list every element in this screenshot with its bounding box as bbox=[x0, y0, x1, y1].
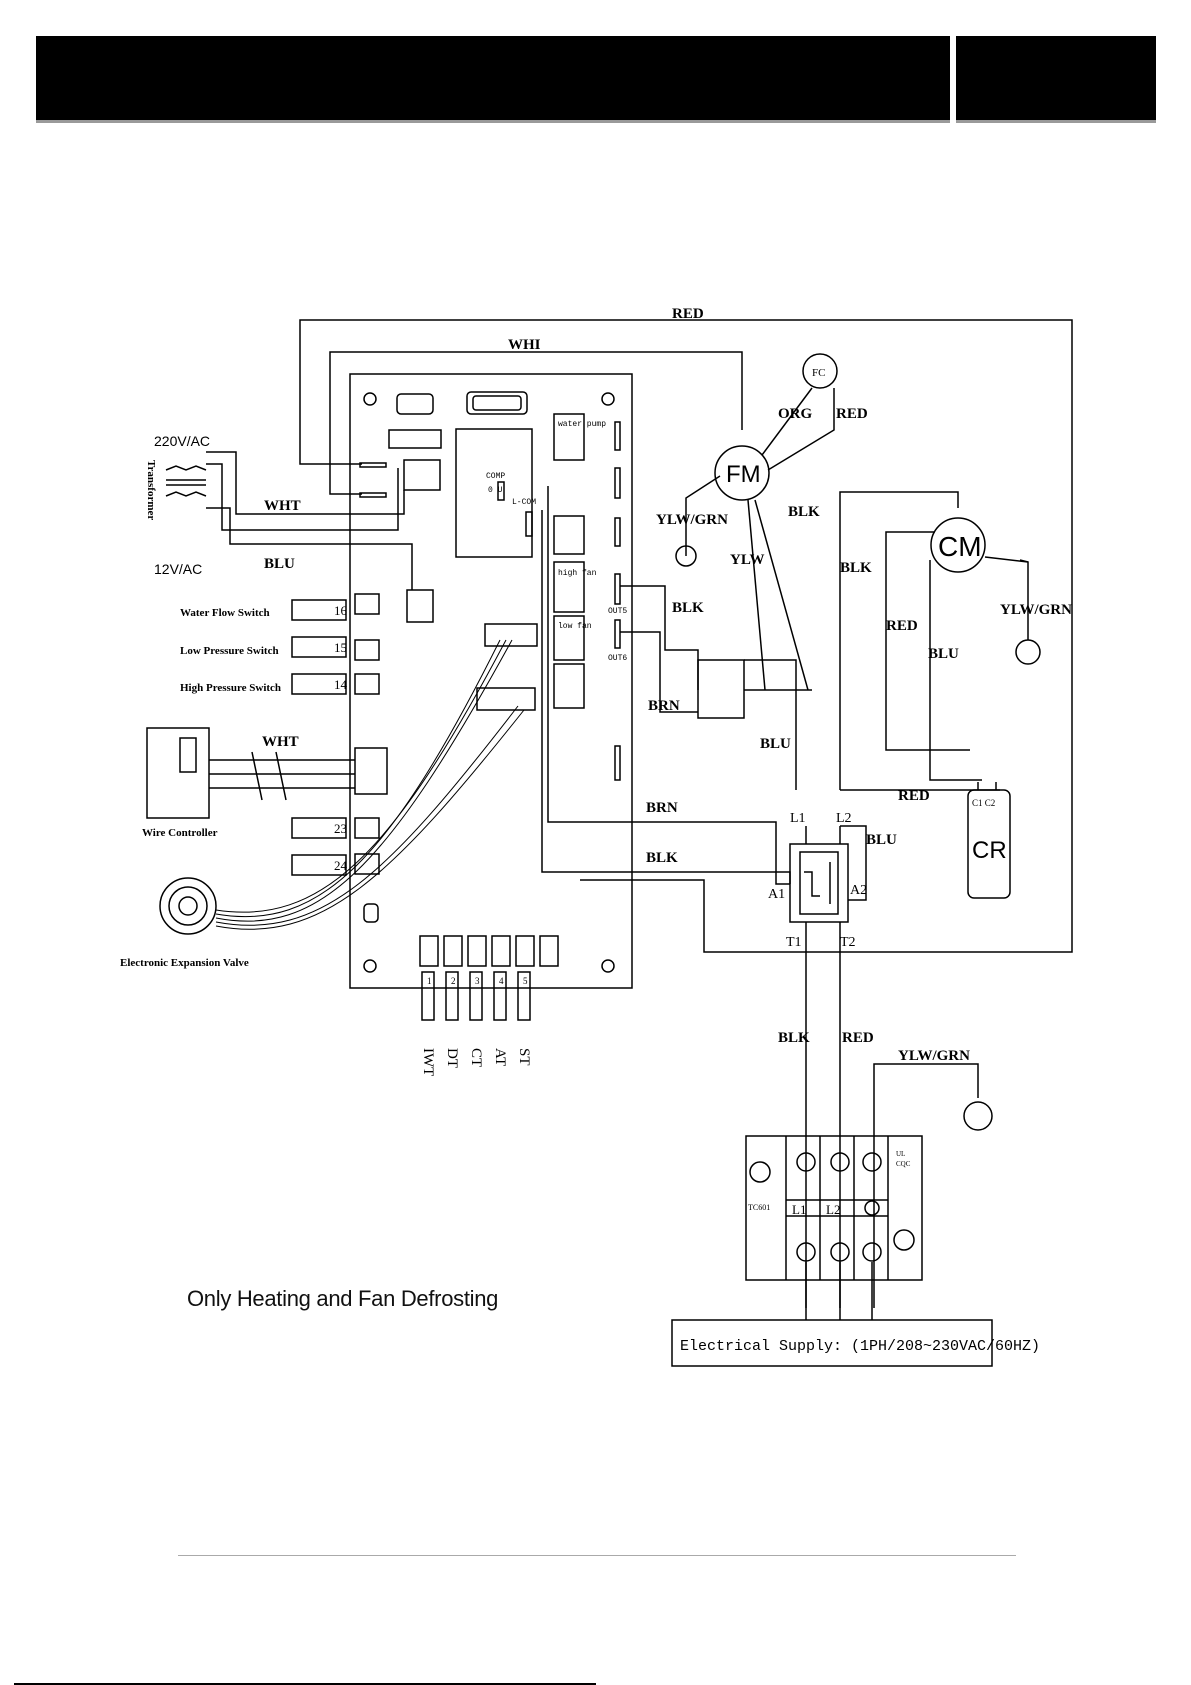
label-ou: 0 U bbox=[488, 486, 503, 495]
label-low-pressure: Low Pressure Switch bbox=[180, 645, 279, 657]
bottom-rule bbox=[14, 1683, 596, 1685]
label-blu-cm: BLU bbox=[928, 646, 959, 662]
label-ylw: YLW bbox=[730, 552, 764, 568]
label-water-flow: Water Flow Switch bbox=[180, 607, 270, 619]
header-bar bbox=[36, 36, 950, 120]
footer-rule bbox=[178, 1555, 1016, 1556]
label-ylwgrn3: YLW/GRN bbox=[898, 1048, 970, 1064]
label-s4: 4 bbox=[499, 976, 504, 986]
label-blk-k: BLK bbox=[646, 850, 678, 866]
compressor-motor-cm bbox=[930, 517, 986, 573]
label-out5: OUT5 bbox=[608, 607, 627, 616]
label-eev: Electronic Expansion Valve bbox=[120, 957, 249, 969]
label-blk-relay: BLK bbox=[672, 600, 704, 616]
fan-motor-fm bbox=[714, 445, 770, 501]
label-s3: 3 bbox=[475, 976, 480, 986]
label-wht1: WHT bbox=[264, 498, 301, 514]
label-fm: FM bbox=[726, 461, 761, 488]
label-red-cap: RED bbox=[898, 788, 930, 804]
label-cr: CR bbox=[972, 837, 1007, 864]
label-red-cm: RED bbox=[886, 618, 918, 634]
expansion-valve bbox=[159, 877, 217, 935]
diagram-caption: Only Heating and Fan Defrosting bbox=[187, 1286, 499, 1311]
label-iwt: IWT bbox=[420, 1048, 436, 1076]
contactor bbox=[789, 843, 849, 923]
label-t1: T1 bbox=[786, 935, 802, 950]
label-tb-ul: UL bbox=[896, 1150, 905, 1158]
label-a2: A2 bbox=[850, 883, 867, 898]
label-high-fan: high fan bbox=[558, 569, 597, 578]
label-tb-cqc: CQC bbox=[896, 1160, 911, 1168]
label-tb-l1: L1 bbox=[792, 1202, 806, 1217]
label-transformer: Transformer bbox=[145, 460, 157, 520]
label-red-low: RED bbox=[842, 1030, 874, 1046]
fan-capacitor-fc bbox=[802, 353, 838, 389]
label-n16: 16 bbox=[334, 603, 348, 618]
label-220v: 220V/AC bbox=[154, 433, 210, 449]
label-n23: 23 bbox=[334, 821, 347, 836]
header-tab bbox=[956, 36, 1156, 120]
label-comp: COMP bbox=[486, 472, 505, 481]
label-supply: Electrical Supply: (1PH/208~230VAC/60HZ) bbox=[680, 1338, 1040, 1355]
label-s1: 1 bbox=[427, 976, 432, 986]
label-whi: WHI bbox=[508, 337, 541, 353]
label-blk-cm: BLK bbox=[840, 560, 872, 576]
label-n14: 14 bbox=[334, 677, 348, 692]
label-blu1: BLU bbox=[264, 556, 295, 572]
label-ct: CT bbox=[468, 1048, 484, 1067]
label-dt: DT bbox=[444, 1048, 460, 1068]
label-blk-low: BLK bbox=[778, 1030, 810, 1046]
label-wire-controller: Wire Controller bbox=[142, 827, 218, 839]
label-tb-model: TC601 bbox=[748, 1203, 770, 1212]
label-out6: OUT6 bbox=[608, 654, 627, 663]
label-water-pump: water pump bbox=[558, 420, 606, 429]
label-l2: L2 bbox=[836, 811, 852, 826]
label-fc: FC bbox=[812, 367, 825, 379]
label-ylwgrn1: YLW/GRN bbox=[656, 512, 728, 528]
terminal-block bbox=[745, 1135, 923, 1281]
label-l1: L1 bbox=[790, 811, 806, 826]
label-tb-l2: L2 bbox=[826, 1202, 840, 1217]
label-blk-fm: BLK bbox=[788, 504, 820, 520]
label-org: ORG bbox=[778, 406, 813, 422]
label-wht2: WHT bbox=[262, 734, 299, 750]
label-at: AT bbox=[492, 1048, 508, 1066]
label-high-pressure: High Pressure Switch bbox=[180, 682, 281, 694]
label-st: ST bbox=[516, 1048, 532, 1066]
label-ylwgrn2: YLW/GRN bbox=[1000, 602, 1072, 618]
label-low-fan: low fan bbox=[558, 622, 592, 631]
label-a1: A1 bbox=[768, 887, 785, 902]
label-red-fc: RED bbox=[836, 406, 868, 422]
label-lcom: L-COM bbox=[512, 498, 536, 507]
label-12v: 12V/AC bbox=[154, 561, 202, 577]
label-n24: 24 bbox=[334, 858, 348, 873]
label-blu-mid: BLU bbox=[760, 736, 791, 752]
label-red-top: RED bbox=[672, 306, 704, 322]
label-c1c2: C1 C2 bbox=[972, 798, 995, 808]
relay bbox=[697, 659, 745, 719]
label-blu-k: BLU bbox=[866, 832, 897, 848]
supply-label-box bbox=[671, 1319, 993, 1367]
label-s2: 2 bbox=[451, 976, 456, 986]
control-board bbox=[349, 373, 633, 989]
label-cm: CM bbox=[938, 531, 982, 562]
label-brn-k: BRN bbox=[646, 800, 678, 816]
label-s5: 5 bbox=[523, 976, 528, 986]
label-n15: 15 bbox=[334, 640, 347, 655]
label-t2: T2 bbox=[840, 935, 856, 950]
label-brn-relay: BRN bbox=[648, 698, 680, 714]
